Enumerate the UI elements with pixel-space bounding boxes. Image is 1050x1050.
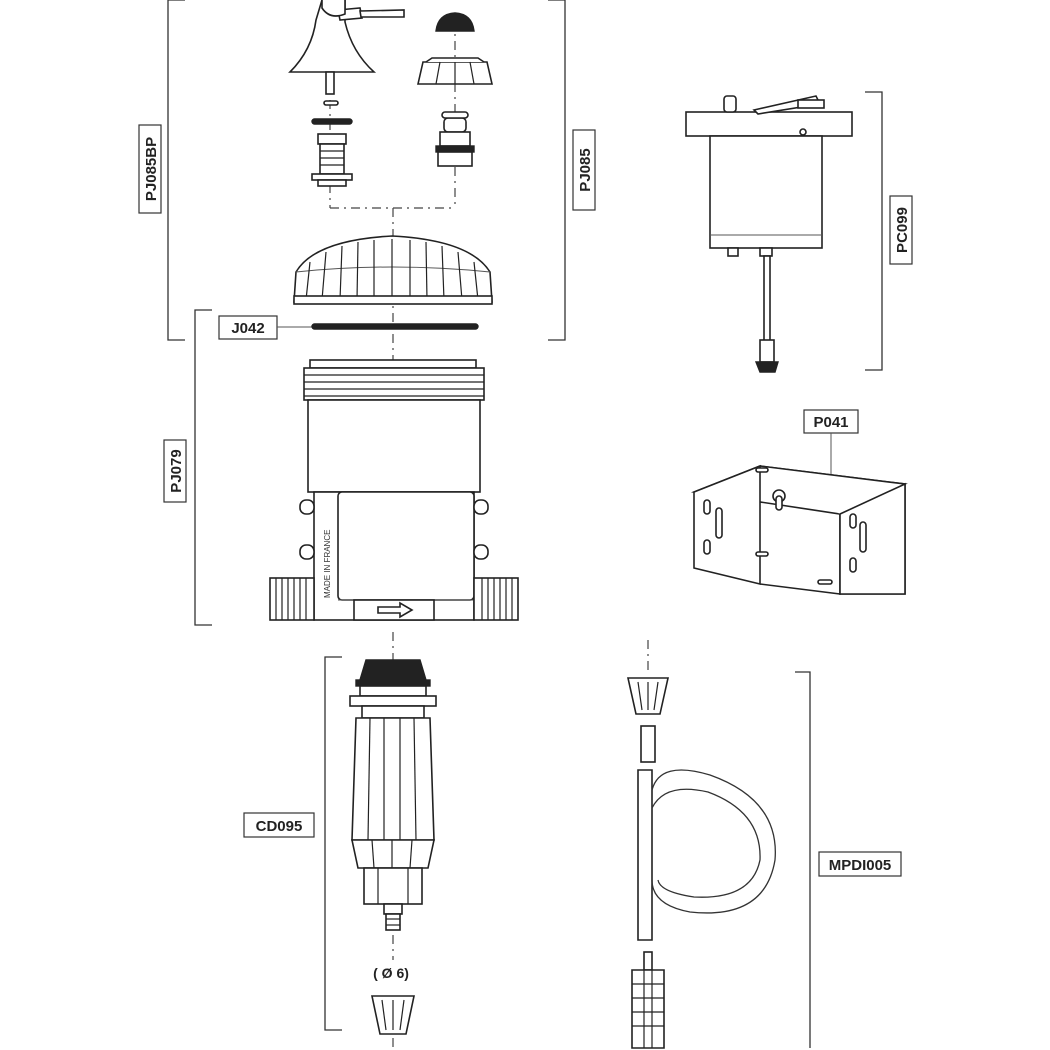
label-cd095: CD095 xyxy=(243,812,315,838)
label-pj085-text: PJ085 xyxy=(577,148,594,191)
label-pj085bp-text: PJ085BP xyxy=(143,137,160,201)
label-pc099: PC099 xyxy=(889,195,913,265)
made-in-france-text: MADE IN FRANCE xyxy=(323,530,332,598)
reservoir-pc099 xyxy=(685,95,853,373)
bracket-pj085bp xyxy=(167,0,185,341)
label-mpdi005: MPDI005 xyxy=(818,851,902,877)
bracket-cd095 xyxy=(324,656,342,1031)
injector-nozzle-part xyxy=(288,0,405,95)
label-pc099-text: PC099 xyxy=(894,207,911,253)
label-j042-text: J042 xyxy=(231,320,264,337)
injector-fitting-left xyxy=(311,133,353,187)
label-pj079: PJ079 xyxy=(163,439,187,503)
label-pj085: PJ085 xyxy=(572,129,596,211)
label-p041: P041 xyxy=(803,409,859,478)
valve-cage xyxy=(416,57,494,85)
check-valve-right xyxy=(435,111,475,167)
j042-oring xyxy=(311,323,479,330)
bracket-mpdi005 xyxy=(795,671,811,1048)
label-p041-text: P041 xyxy=(813,414,848,431)
valve-cap-dark xyxy=(435,12,475,32)
dosing-piston-cd095 xyxy=(349,659,437,931)
wall-bracket-p041 xyxy=(690,464,908,595)
bracket-pj085 xyxy=(548,0,566,341)
pump-body: MADE IN FRANCE xyxy=(269,359,519,621)
label-pj085bp: PJ085BP xyxy=(138,124,162,214)
bracket-pc099 xyxy=(865,91,883,371)
dome-nut xyxy=(293,235,493,305)
label-pj079-text: PJ079 xyxy=(168,449,185,492)
strainer-cone-bottom xyxy=(371,995,415,1035)
label-mpdi005-text: MPDI005 xyxy=(829,857,892,874)
suction-hose-kit-mpdi005 xyxy=(627,677,776,1049)
center-lines xyxy=(329,20,649,1050)
label-j042: J042 xyxy=(218,315,312,340)
diameter-dimension-text: ( Ø 6) xyxy=(373,965,409,981)
bracket-pj079 xyxy=(194,309,212,626)
small-oring-left xyxy=(311,100,353,125)
label-cd095-text: CD095 xyxy=(256,818,303,835)
